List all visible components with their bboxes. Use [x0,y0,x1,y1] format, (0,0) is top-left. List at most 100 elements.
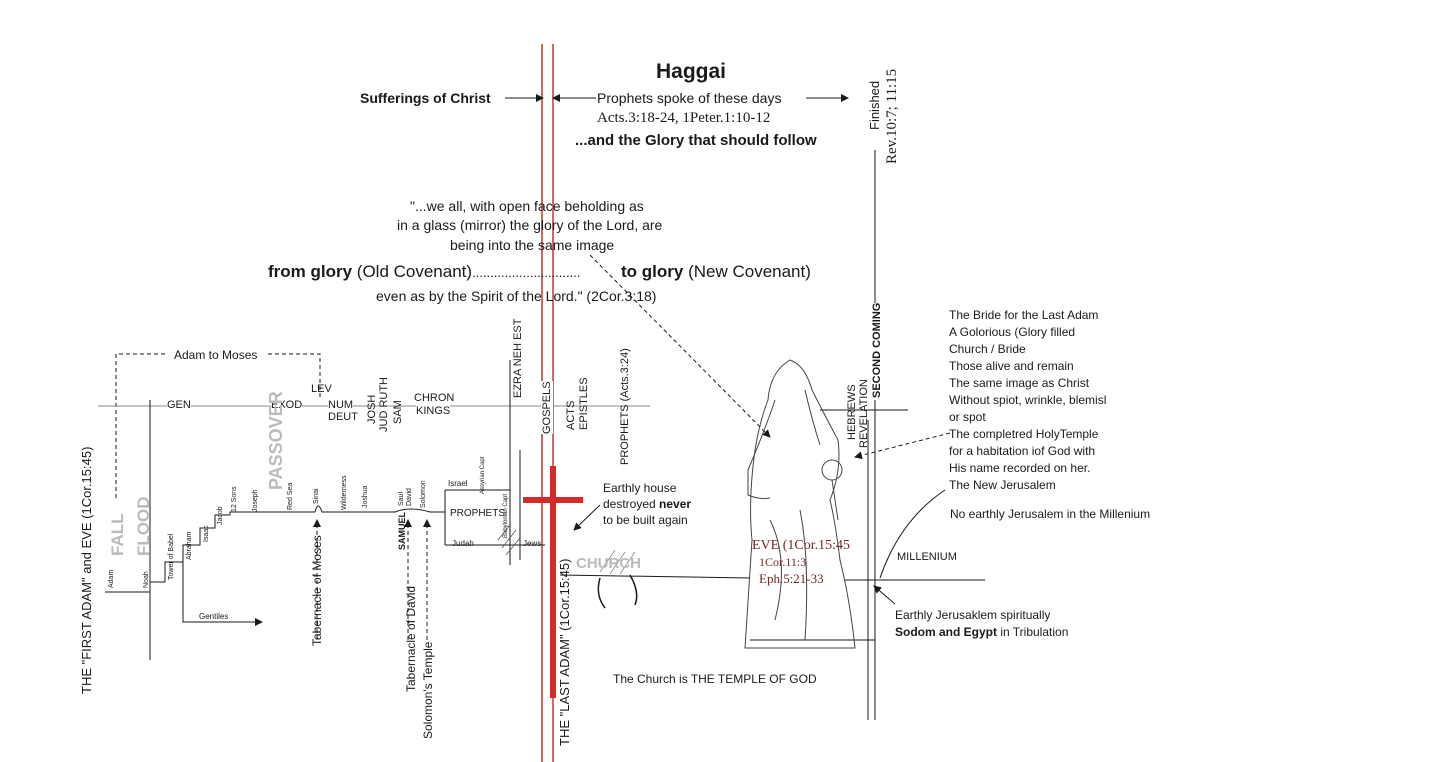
label-joseph: Joseph [252,489,259,512]
bride-description: The Bride for the Last Adam A Golorious … [949,307,1106,494]
book-revelation: REVELATION [858,379,870,448]
book-gospels: GOSPELS [541,381,553,434]
label-jacob: Jacob [217,506,224,525]
label-jews: Jews [523,539,542,548]
label-assyrian-capt: Assyrian Capt [480,456,486,494]
label-joshua: Joshua [362,485,369,508]
passover-label: PASSOVER [266,391,286,490]
bride-line: The completred HolyTemple [949,427,1099,441]
first-adam-label: THE "FIRST ADAM" and EVE (1Cor.15:45) [79,446,94,694]
finished-label: Finished [867,80,882,130]
second-coming-label: SECOND COMING [871,302,883,398]
label-isaac: Isaac [203,525,210,542]
quote-line-2: in a glass (mirror) the glory of the Lor… [397,217,663,233]
label-david: David [406,488,413,506]
earthly-jerusalem-line-2: Sodom and Egypt in Tribulation [895,625,1069,639]
tabernacle-moses-label: Tabernacle of Moses [310,535,324,646]
fall-label: FALL [108,513,127,557]
book-chron: CHRON [414,392,455,404]
eve-label: EVE (1Cor.15:45 [752,538,850,553]
adam-to-moses-label: Adam to Moses [172,348,260,362]
church-label: CHURCH [576,555,641,572]
adam-to-moses-bracket [115,353,321,498]
glory-to-glory-line: from glory (Old Covenant)...............… [268,262,580,282]
label-abraham: Abraham [186,531,193,560]
israel-journey-line [314,505,445,513]
bride-line: for a habitation iof God with [949,444,1096,458]
glory-dots: .............................. [472,265,581,280]
no-earthly-jerusalem-note: No earthly Jerusalem in the Millenium [950,507,1151,521]
book-ezra-neh-est: EZRA NEH EST [512,318,524,398]
eph-label: Eph.5:21-33 [759,571,824,586]
label-adam: Adam [108,569,115,588]
haggai-title: Haggai [656,60,727,83]
book-exod: EXOD [271,399,303,411]
label-prophets: PROPHETS [450,508,506,519]
book-lev: LEV [311,383,332,395]
new-covenant: (New Covenant) [683,262,811,281]
bride-figure [744,359,856,649]
quote-line-5: even as by the Spirit of the Lord." (2Co… [376,288,657,304]
church-hatch [599,549,636,575]
glory-follow-label: ...and the Glory that should follow [575,132,817,149]
label-red-sea: Red Sea [287,482,294,510]
bride-line: The Bride for the Last Adam [949,308,1099,322]
cross-horizontal [523,497,583,503]
millenium-label: MILLENIUM [897,551,957,563]
to-glory: to glory [621,262,684,281]
from-glory: from glory [268,262,353,281]
label-saul: Saul [398,491,405,506]
sufferings-label: Sufferings of Christ [360,90,491,106]
flood-label: FLOOD [134,496,153,557]
quote-line-3: being into the same image [450,237,615,253]
label-israel: Israel [448,479,468,488]
bride-line: His name recorded on her. [949,461,1091,475]
quote-line-1: "...we all, with open face beholding as [410,198,644,214]
book-num: NUM [328,399,354,411]
book-jud-ruth: JUD RUTH [378,377,390,432]
label-wilderness: Wilderness [341,475,348,510]
book-hebrews: HEBREWS [846,384,858,440]
old-covenant: (Old Covenant) [352,262,473,281]
mirror-dashed-arrow [589,254,771,438]
label-solomon: Solomon [420,480,427,508]
patriarch-staircase [105,511,315,593]
earthly-house-line-2: destroyed never [603,497,692,511]
solomons-temple-label: Solomon's Temple [421,641,435,739]
label-sinai: Sinai [313,488,320,504]
earthly-house-line-3: to be built again [603,513,688,527]
church-line [559,574,751,579]
book-josh: JOSH [366,394,378,424]
label-gentiles: Gentiles [199,612,229,621]
earthly-jerusalem-line-1: Earthly Jerusaklem spiritually [895,608,1051,622]
label-12-sons: 12 Sons [231,486,238,512]
book-deut: DEUT [328,411,358,423]
bride-line: Without spiot, wrinkle, blemisl [949,393,1107,407]
temple-ruin-hatch [497,524,521,556]
earthly-jerusalem-note: Earthly Jerusaklem spiritually Sodom and… [895,607,1068,641]
cross-vertical [550,466,556,698]
book-acts: ACTS [565,400,577,430]
bride-line: A Golorious (Glory filled [949,325,1076,339]
label-samuel: SAMUEL [397,512,407,550]
bride-line: Church / Bride [949,342,1026,356]
label-judah: Judah [452,539,474,548]
book-kings: KINGS [416,405,451,417]
bride-dashed-arrow [854,432,951,460]
earthly-house-line-1: Earthly house [603,481,677,495]
book-epistles: EPISTLES [578,377,590,430]
tabernacle-david-label: Tabernacle of David [404,585,418,692]
cor11-label: 1Cor.11:3 [759,555,807,569]
label-noah: Noah [143,571,150,588]
book-gen: GEN [167,399,191,411]
bride-line: or spot [949,410,986,424]
last-adam-label: THE "LAST ADAM" (1Cor.15:45) [557,558,572,746]
bride-line: The same image as Christ [949,376,1090,390]
bride-line: Those alive and remain [949,359,1074,373]
church-temple-note: The Church is THE TEMPLE OF GOD [613,672,817,686]
label-tower: Tower of Babel [168,533,175,580]
to-glory-line: to glory (New Covenant) [621,262,811,282]
bride-line: The New Jerusalem [949,478,1056,492]
prophets-spoke-label: Prophets spoke of these days [597,90,782,106]
